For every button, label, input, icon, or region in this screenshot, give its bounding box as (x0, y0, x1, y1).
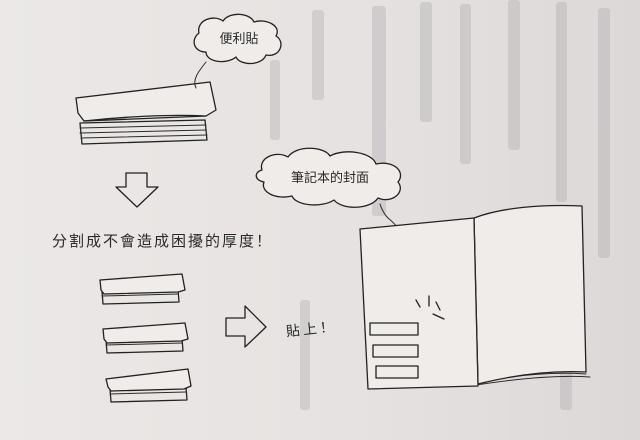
down-arrow-icon (115, 172, 159, 208)
open-notebook (359, 204, 591, 390)
sticky-note-label: 便利貼 (219, 32, 258, 47)
stick-on-text: 貼上！ (285, 319, 337, 340)
sticky-note-stack (75, 81, 217, 145)
right-arrow-icon (225, 305, 267, 348)
notebook-cover-cloud: 筆記本的封面 (255, 147, 407, 247)
split-instruction-text: 分割成不會造成困擾的厚度！ (52, 232, 273, 250)
split-sticky-stack-3 (105, 368, 192, 403)
tab-2 (372, 344, 419, 358)
split-sticky-stack-2 (102, 322, 189, 354)
tab-3 (375, 365, 419, 379)
split-sticky-stack-1 (99, 273, 186, 305)
notebook-cover-label: 筆記本的封面 (291, 170, 369, 186)
sticky-note-cloud: 便利貼 (193, 13, 282, 89)
tab-1 (369, 322, 419, 336)
